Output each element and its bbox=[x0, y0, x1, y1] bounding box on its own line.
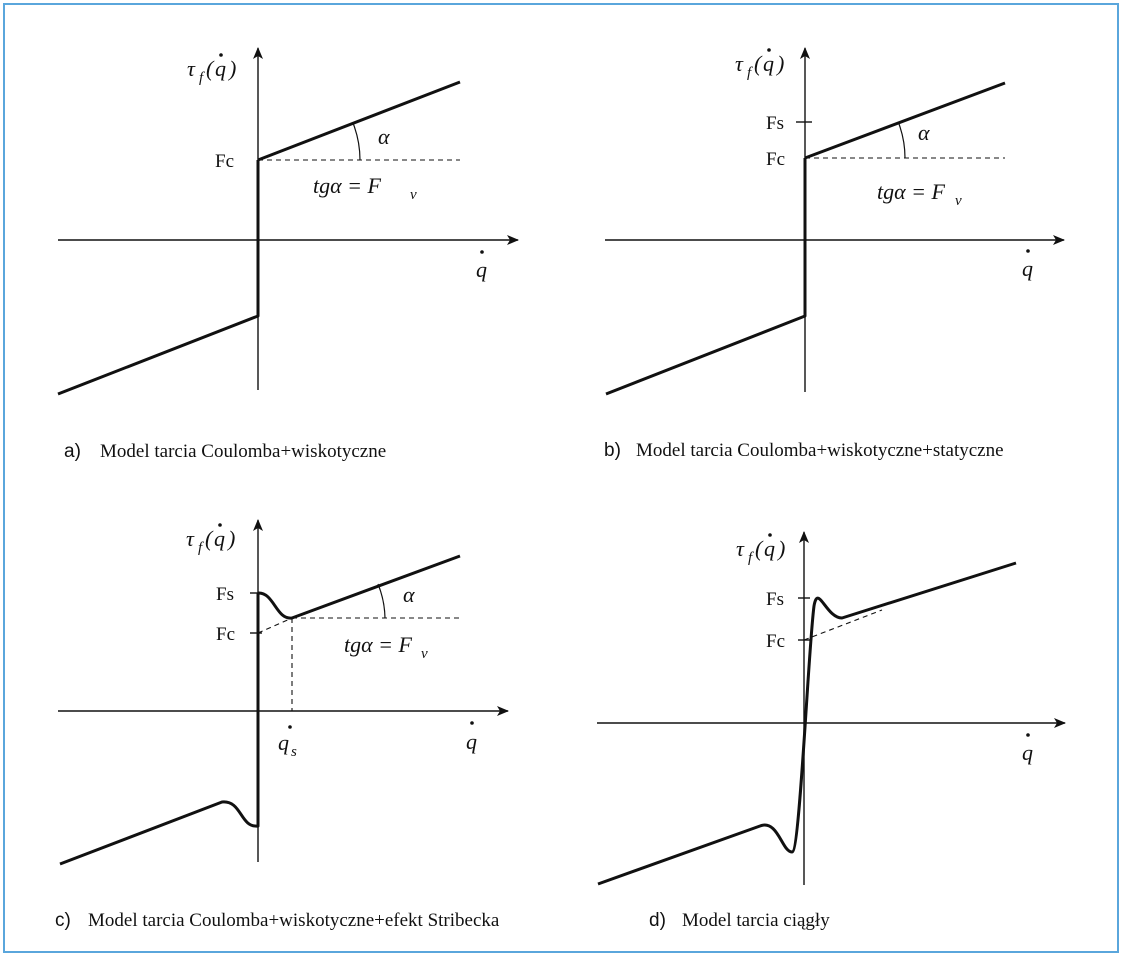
panel-d-continuous-curve bbox=[597, 561, 1017, 886]
svg-text:(: ( bbox=[755, 536, 764, 561]
panel-a: α Fc tgα = F v τ f ( q ) q a) Model tarc… bbox=[57, 47, 519, 462]
panel-d-letter: d) bbox=[649, 910, 666, 931]
panel-c-viscous-extension bbox=[257, 617, 293, 634]
svg-text:): ) bbox=[776, 536, 785, 561]
svg-text:tgα = F: tgα = F bbox=[877, 179, 946, 204]
panel-a-y-label: τ f ( q ) bbox=[187, 53, 236, 86]
panel-c-fc-label: Fc bbox=[216, 624, 235, 645]
svg-text:τ: τ bbox=[736, 536, 745, 561]
panel-c-caption: Model tarcia Coulomba+wiskotyczne+efekt … bbox=[88, 910, 500, 931]
svg-text:q: q bbox=[278, 730, 289, 755]
panel-d-caption: Model tarcia ciągły bbox=[682, 910, 830, 931]
panel-b-tg-formula: tgα = F v bbox=[877, 179, 962, 209]
panel-b-fs-label: Fs bbox=[766, 113, 784, 134]
svg-text:q: q bbox=[1022, 740, 1033, 765]
panel-c-positive-branch bbox=[257, 554, 461, 620]
svg-text:): ) bbox=[226, 526, 235, 551]
svg-text:v: v bbox=[410, 187, 417, 203]
panel-c-qs-label: q s bbox=[278, 725, 297, 760]
panel-a-x-label: q bbox=[476, 250, 487, 282]
panel-c: α Fs Fc tgα = F v q s τ f ( q ) q c) Mod… bbox=[55, 519, 509, 931]
panel-c-tg-formula: tgα = F v bbox=[344, 632, 428, 662]
panel-a-alpha: α bbox=[378, 124, 390, 149]
panel-a-caption: Model tarcia Coulomba+wiskotyczne bbox=[100, 441, 386, 462]
svg-text:tgα = F: tgα = F bbox=[344, 632, 413, 657]
svg-text:s: s bbox=[291, 744, 297, 760]
panel-c-negative-branch bbox=[59, 593, 260, 866]
svg-text:v: v bbox=[421, 646, 428, 662]
panel-b-fc-label: Fc bbox=[766, 149, 785, 170]
svg-text:v: v bbox=[955, 193, 962, 209]
svg-text:τ: τ bbox=[735, 51, 744, 76]
svg-text:τ: τ bbox=[187, 56, 196, 81]
svg-text:): ) bbox=[227, 56, 236, 81]
svg-text:q: q bbox=[476, 257, 487, 282]
svg-text:f: f bbox=[747, 65, 753, 81]
panel-d-fs-label: Fs bbox=[766, 589, 784, 610]
panel-c-alpha: α bbox=[403, 582, 415, 607]
panel-c-x-label: q bbox=[466, 721, 477, 754]
panel-b-negative-branch bbox=[605, 158, 807, 396]
svg-text:q: q bbox=[763, 51, 774, 76]
svg-text:(: ( bbox=[206, 56, 215, 81]
svg-text:q: q bbox=[215, 56, 226, 81]
panel-c-y-label: τ f ( q ) bbox=[186, 523, 235, 556]
panel-a-letter: a) bbox=[64, 441, 81, 462]
svg-text:(: ( bbox=[205, 526, 214, 551]
panel-d-x-label: q bbox=[1022, 733, 1033, 765]
panel-a-alpha-arc bbox=[352, 122, 361, 161]
panel-a-negative-branch bbox=[57, 160, 260, 396]
panel-b-alpha: α bbox=[918, 120, 930, 145]
panel-c-fs-label: Fs bbox=[216, 584, 234, 605]
panel-d-viscous-extension bbox=[803, 609, 883, 641]
panel-c-letter: c) bbox=[55, 910, 71, 931]
svg-text:f: f bbox=[198, 540, 204, 556]
panel-d: Fs Fc τ f ( q ) q d) Model tarcia ciągły bbox=[597, 531, 1066, 931]
panel-b-letter: b) bbox=[604, 440, 621, 461]
panel-b: α Fs Fc tgα = F v τ f ( q ) q b) Model t… bbox=[604, 47, 1065, 461]
svg-text:(: ( bbox=[754, 51, 763, 76]
panel-b-caption: Model tarcia Coulomba+wiskotyczne+statyc… bbox=[636, 440, 1004, 461]
svg-text:q: q bbox=[764, 536, 775, 561]
svg-text:f: f bbox=[199, 70, 205, 86]
panel-d-y-label: τ f ( q ) bbox=[736, 533, 785, 566]
svg-text:q: q bbox=[1022, 256, 1033, 281]
panel-b-positive-branch bbox=[804, 81, 1006, 160]
svg-text:tgα = F: tgα = F bbox=[313, 173, 382, 198]
svg-text:q: q bbox=[214, 526, 225, 551]
panel-b-x-label: q bbox=[1022, 249, 1033, 281]
svg-text:f: f bbox=[748, 550, 754, 566]
panel-b-y-label: τ f ( q ) bbox=[735, 48, 784, 81]
svg-text:q: q bbox=[466, 729, 477, 754]
svg-text:): ) bbox=[775, 51, 784, 76]
panel-a-tg-formula: tgα = F v bbox=[313, 173, 417, 203]
figure-frame bbox=[3, 3, 1119, 953]
panel-d-fc-label: Fc bbox=[766, 631, 785, 652]
svg-text:τ: τ bbox=[186, 526, 195, 551]
panel-a-fc-label: Fc bbox=[215, 151, 234, 172]
panel-a-positive-branch bbox=[257, 80, 461, 162]
panel-b-alpha-arc bbox=[898, 123, 906, 159]
panel-c-alpha-arc bbox=[377, 583, 386, 619]
